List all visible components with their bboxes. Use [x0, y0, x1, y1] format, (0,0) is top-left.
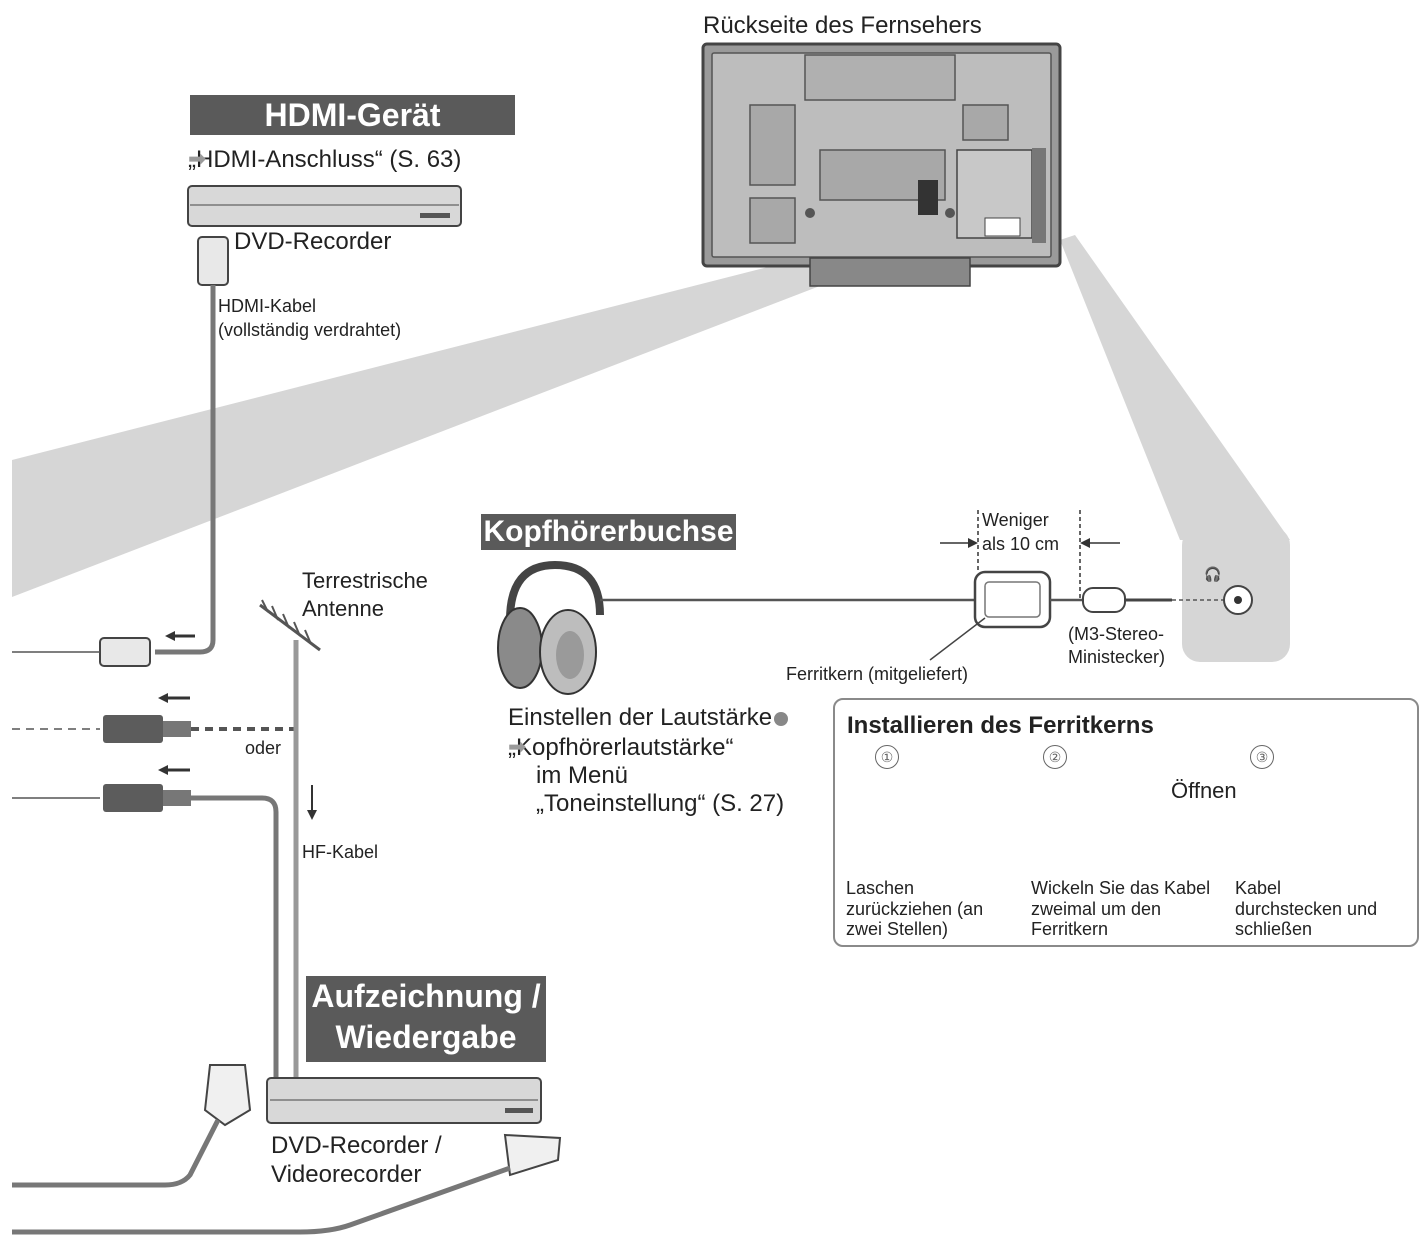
hdmi-plug-top — [197, 236, 229, 286]
antenna-label-2: Antenne — [302, 596, 384, 621]
headphone-icon: 🎧 — [1204, 566, 1222, 582]
dvd-recorder-video-illustration — [266, 1077, 542, 1124]
arrow-right-icon: ➡ — [188, 146, 207, 171]
step-number-1: ① — [875, 745, 899, 769]
hdmi-cable-label-2: (vollständig verdrahtet) — [218, 320, 402, 340]
bullet-icon — [774, 711, 789, 726]
hf-cable-label: HF-Kabel — [302, 842, 379, 862]
headphones-illustration — [497, 560, 604, 695]
scart-cable-left — [12, 1118, 221, 1188]
recording-banner-line1: Aufzeichnung / — [311, 978, 541, 1014]
ferrite-install-title: Installieren des Ferritkerns — [847, 712, 1154, 739]
oder-label: oder — [245, 738, 282, 758]
antenna-illustration — [259, 599, 321, 1080]
step-number-3: ③ — [1250, 745, 1274, 769]
step-text-3: Kabel durchstecken und schließen — [1235, 878, 1378, 940]
rf-plug-upper — [103, 715, 163, 743]
ferrite-core-label: Ferritkern (mitgeliefert) — [786, 664, 969, 684]
hdmi-reference-text: „HDMI-Anschluss“ (S. 63) — [188, 146, 462, 173]
recording-banner: Aufzeichnung / Wiedergabe — [306, 976, 546, 1062]
recording-banner-line2: Wiedergabe — [335, 1019, 517, 1055]
hdmi-reference: ➡ „HDMI-Anschluss“ (S. 63) — [188, 146, 461, 174]
dvd-recorder-hdmi-illustration — [187, 185, 462, 227]
volume-ref-1: ➡ „Kopfhörerlautstärke“ — [508, 734, 733, 762]
rf-plug-lower — [103, 784, 163, 812]
tv-back-caption: Rückseite des Fernsehers — [703, 12, 982, 39]
headphone-banner: Kopfhörerbuchse — [481, 514, 736, 550]
mini-plug — [1082, 587, 1126, 613]
plug-label-2: Ministecker) — [1068, 647, 1166, 667]
volume-heading: Einstellen der Lautstärke — [508, 704, 789, 732]
hdmi-device-label: DVD-Recorder — [234, 228, 392, 255]
rf-cable-lower — [191, 795, 279, 1080]
step-text-2: Wickeln Sie das Kabel zweimal um den Fer… — [1031, 878, 1211, 940]
scart-cable-right — [12, 1165, 511, 1235]
ferrite-install-panel: Installieren des Ferritkerns ① ② ③ Öffne… — [833, 698, 1419, 947]
recording-device-label-1: DVD-Recorder / — [271, 1132, 442, 1159]
recording-device-label-2: Videorecorder — [271, 1161, 422, 1188]
headphone-beam — [1060, 235, 1290, 540]
hdmi-device-banner: HDMI-Gerät — [190, 95, 515, 135]
arrow-right-icon: ➡ — [508, 734, 527, 759]
volume-ref-2: im Menü — [536, 762, 629, 789]
volume-ref-3: „Toneinstellung“ (S. 27) — [536, 790, 785, 817]
hdmi-cable — [155, 285, 216, 655]
open-label: Öffnen — [1171, 778, 1237, 803]
distance-label-2: als 10 cm — [982, 534, 1060, 554]
volume-ref-1-text: „Kopfhörerlautstärke“ — [508, 734, 734, 761]
volume-heading-text: Einstellen der Lautstärke — [508, 704, 773, 731]
step-number-2: ② — [1043, 745, 1067, 769]
hdmi-cable-label-1: HDMI-Kabel — [218, 296, 317, 316]
scart-plug-right — [503, 1133, 562, 1177]
plug-label-1: (M3-Stereo- — [1068, 624, 1165, 644]
hdmi-plug-left — [99, 637, 151, 667]
antenna-label-1: Terrestrische — [302, 568, 428, 593]
tv-back-illustration — [701, 42, 1062, 287]
distance-label-1: Weniger — [982, 510, 1049, 530]
step-text-1: Laschen zurückziehen (an zwei Stellen) — [846, 878, 984, 940]
hdmi-beam — [12, 220, 960, 597]
scart-plug-left — [203, 1064, 252, 1127]
